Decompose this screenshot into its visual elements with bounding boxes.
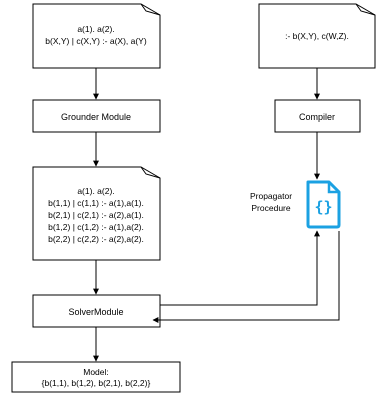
grounder-module-label: Grounder Module	[61, 112, 131, 122]
model-line: Model:	[83, 367, 109, 377]
constraint-program-line: :- b(X,Y), c(W,Z).	[285, 31, 349, 41]
solver-module-box: SolverModule	[32, 294, 161, 328]
input-program-line: a(1). a(2).	[77, 24, 114, 34]
ground-program-line: a(1). a(2).	[77, 186, 114, 196]
input-program-note: a(1). a(2). b(X,Y) | c(X,Y) :- a(X), a(Y…	[32, 3, 161, 69]
compiler-label: Compiler	[299, 112, 335, 122]
arrow-solver-to-propagator	[160, 230, 320, 306]
constraint-program-note: :- b(X,Y), c(W,Z).	[258, 3, 376, 69]
compiler-box: Compiler	[274, 99, 361, 133]
grounder-module-box: Grounder Module	[32, 99, 161, 133]
ground-program-line: b(1,1) | c(1,1) :- a(1),a(1).	[48, 198, 144, 208]
propagator-label-line: Procedure	[251, 203, 290, 213]
propagator-procedure: Propagator Procedure {}	[250, 180, 341, 229]
ground-program-line: b(1,2) | c(1,2) :- a(1),a(2).	[48, 222, 144, 232]
model-box: Model: {b(1,1), b(1,2), b(2,1), b(2,2)}	[11, 361, 181, 393]
ground-program-line: b(2,2) | c(2,2) :- a(2),a(2).	[48, 234, 144, 244]
code-braces-file-icon: {}	[306, 180, 341, 229]
solver-module-label: SolverModule	[68, 307, 123, 317]
ground-program-note: a(1). a(2). b(1,1) | c(1,1) :- a(1),a(1)…	[32, 166, 161, 261]
propagator-label-line: Propagator	[250, 191, 292, 201]
arrow-propagator-to-solver	[152, 231, 340, 323]
model-line: {b(1,1), b(1,2), b(2,1), b(2,2)}	[42, 378, 151, 388]
svg-text:{}: {}	[314, 198, 332, 216]
input-program-line: b(X,Y) | c(X,Y) :- a(X), a(Y)	[45, 36, 147, 46]
ground-program-line: b(2,1) | c(2,1) :- a(2),a(1).	[48, 210, 144, 220]
